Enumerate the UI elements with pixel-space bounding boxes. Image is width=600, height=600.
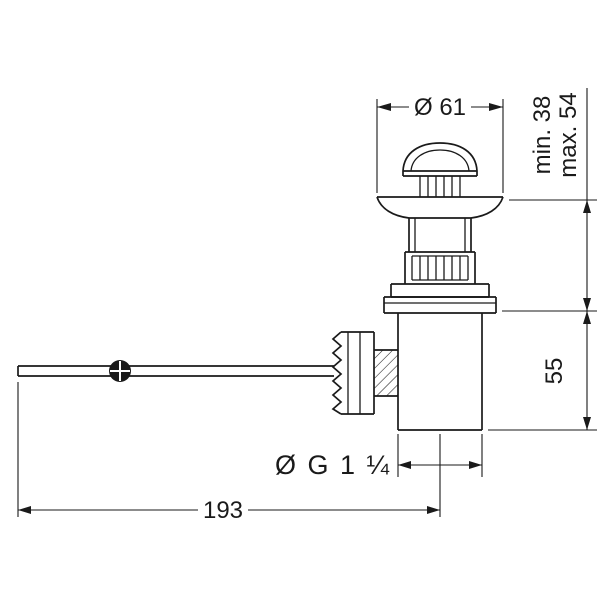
- overflow-slots: [404, 252, 476, 284]
- flange: [376, 196, 504, 219]
- mounting-flange: [383, 296, 497, 314]
- dimension-height-range: min. 38 max. 54 55: [488, 88, 597, 431]
- upper-tube: [405, 218, 475, 253]
- label-top-diameter: Ø 61: [414, 94, 466, 121]
- thread-hatching: [374, 350, 398, 396]
- dimension-thread: Ø G 1 ¼: [275, 434, 483, 480]
- pop-up-cap: [402, 142, 478, 177]
- pull-rod: [17, 365, 334, 377]
- drain-assembly: [17, 142, 504, 431]
- label-height-max: max. 54: [555, 92, 582, 177]
- side-port: [374, 349, 398, 397]
- label-height-min: min. 38: [529, 96, 556, 175]
- swivel-nut: [331, 331, 375, 415]
- label-overall-length: 193: [203, 497, 243, 524]
- label-thread-size: Ø G 1 ¼: [275, 450, 391, 480]
- body-tube: [397, 313, 483, 431]
- label-lower-height: 55: [541, 358, 568, 385]
- cap-crown-slots: [419, 176, 461, 197]
- dimension-overall-length: 193: [17, 382, 441, 524]
- ball-joint: [109, 360, 131, 382]
- collar: [390, 283, 490, 298]
- dimension-top-diameter: Ø 61: [376, 94, 504, 193]
